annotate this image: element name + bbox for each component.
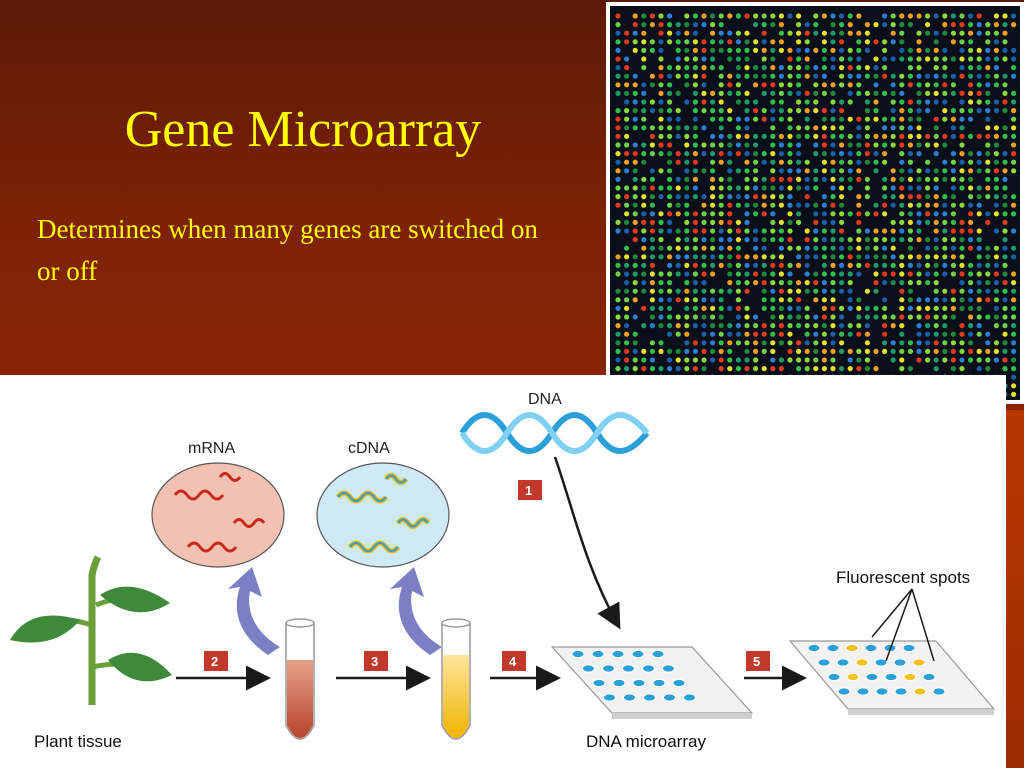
microarray-slide-icon [550,646,754,719]
svg-text:3: 3 [371,654,378,669]
fluorescent-spots-pointers [871,588,935,662]
slide-subtitle: Determines when many genes are switched … [37,214,538,286]
step-4-badge: 4 [502,651,526,671]
mrna-circle [151,462,285,568]
step-1-arrow [553,456,621,630]
svg-text:1: 1 [525,483,532,498]
microarray-photo-image [610,6,1020,400]
svg-text:4: 4 [509,654,517,669]
cdna-synthesis-arrow [390,567,442,655]
step-3-badge: 3 [364,651,388,671]
step-2-badge: 2 [204,651,228,671]
process-diagram-svg: DNA 1 mRNA cDNA [10,391,996,751]
dna-label: DNA [528,391,562,408]
fluorescent-spots-label: Fluorescent spots [836,568,970,587]
dna-helix-icon [459,412,650,454]
plant-icon [10,555,172,705]
test-tube-icon [285,618,315,740]
cdna-label: cDNA [348,440,390,457]
mrna-extraction-arrow [228,567,280,655]
plant-tissue-label: Plant tissue [34,732,122,751]
svg-text:2: 2 [211,654,218,669]
dna-microarray-label: DNA microarray [586,732,706,751]
right-edge-strip [1006,410,1024,768]
svg-text:5: 5 [753,654,760,669]
step-5-badge: 5 [746,651,770,671]
microarray-slide-icon [788,640,996,715]
mrna-label: mRNA [188,440,235,457]
cdna-circle [316,462,450,568]
header-panel: Gene Microarray Determines when many gen… [0,0,606,375]
process-diagram: DNA 1 mRNA cDNA [0,375,1006,768]
step-1-badge: 1 [518,480,542,500]
slide-title: Gene Microarray [124,101,482,158]
microarray-photo [606,2,1024,404]
test-tube-icon [441,618,471,740]
